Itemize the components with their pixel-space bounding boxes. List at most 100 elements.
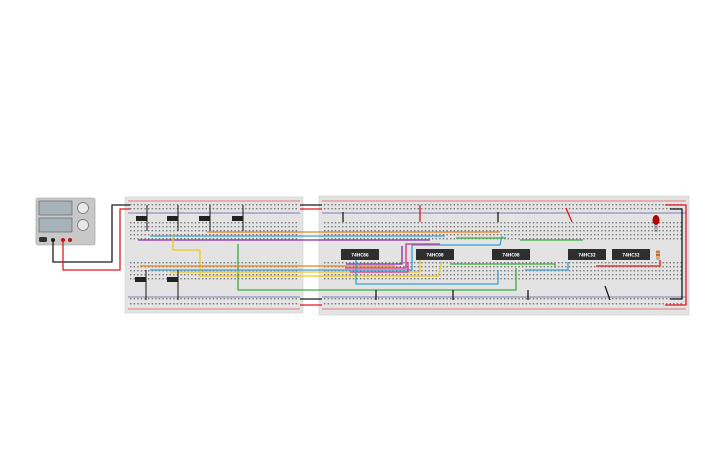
breadboard-hole[interactable] — [644, 208, 646, 210]
breadboard-hole[interactable] — [586, 274, 589, 276]
breadboard-hole[interactable] — [288, 298, 290, 300]
breadboard-hole[interactable] — [568, 303, 571, 305]
breadboard-hole[interactable] — [259, 230, 261, 232]
breadboard-hole[interactable] — [576, 208, 578, 210]
breadboard-hole[interactable] — [507, 230, 509, 232]
breadboard-hole[interactable] — [471, 238, 473, 240]
breadboard-hole[interactable] — [457, 274, 459, 276]
breadboard-hole[interactable] — [554, 278, 556, 280]
breadboard-hole[interactable] — [381, 270, 383, 272]
breadboard-hole[interactable] — [252, 274, 254, 276]
breadboard-hole[interactable] — [460, 204, 463, 206]
breadboard-hole[interactable] — [604, 230, 607, 232]
breadboard-hole[interactable] — [349, 226, 351, 228]
breadboard-hole[interactable] — [392, 234, 394, 236]
breadboard-hole[interactable] — [457, 234, 459, 236]
breadboard-hole[interactable] — [169, 230, 171, 232]
breadboard-hole[interactable] — [274, 208, 276, 210]
breadboard-hole[interactable] — [648, 208, 650, 210]
breadboard-hole[interactable] — [576, 303, 578, 305]
breadboard-hole[interactable] — [187, 208, 189, 210]
breadboard-hole[interactable] — [295, 222, 297, 224]
breadboard-hole[interactable] — [432, 278, 434, 280]
breadboard-hole[interactable] — [612, 226, 614, 228]
breadboard-hole[interactable] — [630, 298, 632, 300]
breadboard-hole[interactable] — [158, 274, 161, 276]
breadboard-hole[interactable] — [597, 278, 599, 280]
breadboard-hole[interactable] — [590, 270, 592, 272]
breadboard-hole[interactable] — [406, 226, 409, 228]
breadboard-hole[interactable] — [583, 270, 585, 272]
breadboard-hole[interactable] — [608, 266, 610, 268]
breadboard-hole[interactable] — [162, 204, 164, 206]
breadboard-hole[interactable] — [356, 274, 358, 276]
breadboard-hole[interactable] — [263, 208, 265, 210]
breadboard-hole[interactable] — [478, 270, 481, 272]
breadboard-hole[interactable] — [421, 204, 423, 206]
breadboard-hole[interactable] — [180, 303, 182, 305]
breadboard-hole[interactable] — [151, 262, 153, 264]
breadboard-hole[interactable] — [536, 262, 538, 264]
breadboard-hole[interactable] — [658, 234, 661, 236]
breadboard-hole[interactable] — [651, 208, 653, 210]
breadboard-hole[interactable] — [288, 266, 290, 268]
breadboard-hole[interactable] — [241, 262, 243, 264]
breadboard-hole[interactable] — [166, 222, 168, 224]
breadboard-hole[interactable] — [601, 262, 603, 264]
breadboard-hole[interactable] — [565, 266, 567, 268]
breadboard-hole[interactable] — [363, 230, 365, 232]
breadboard-hole[interactable] — [475, 230, 477, 232]
breadboard-hole[interactable] — [486, 262, 488, 264]
breadboard-hole[interactable] — [148, 234, 150, 236]
breadboard-hole[interactable] — [363, 222, 365, 224]
breadboard-hole[interactable] — [252, 226, 254, 228]
breadboard-hole[interactable] — [220, 238, 222, 240]
breadboard-hole[interactable] — [144, 204, 146, 206]
breadboard-hole[interactable] — [532, 270, 535, 272]
breadboard-hole[interactable] — [428, 234, 430, 236]
breadboard-hole[interactable] — [601, 274, 603, 276]
breadboard-hole[interactable] — [421, 238, 423, 240]
breadboard-hole[interactable] — [140, 204, 143, 206]
breadboard-hole[interactable] — [381, 238, 383, 240]
breadboard-hole[interactable] — [385, 303, 387, 305]
switch[interactable] — [232, 205, 244, 231]
breadboard-hole[interactable] — [327, 270, 329, 272]
breadboard-hole[interactable] — [532, 230, 535, 232]
breadboard-hole[interactable] — [144, 270, 146, 272]
breadboard-hole[interactable] — [173, 274, 175, 276]
breadboard-hole[interactable] — [514, 226, 517, 228]
breadboard-hole[interactable] — [130, 208, 132, 210]
breadboard-hole[interactable] — [565, 270, 567, 272]
breadboard-hole[interactable] — [442, 262, 445, 264]
breadboard-hole[interactable] — [238, 298, 240, 300]
breadboard-hole[interactable] — [266, 266, 269, 268]
breadboard-hole[interactable] — [414, 298, 416, 300]
breadboard-hole[interactable] — [230, 234, 233, 236]
breadboard-hole[interactable] — [324, 298, 326, 300]
breadboard-hole[interactable] — [281, 274, 283, 276]
breadboard-hole[interactable] — [518, 238, 520, 240]
breadboard-hole[interactable] — [245, 208, 247, 210]
breadboard-hole[interactable] — [392, 208, 394, 210]
breadboard-hole[interactable] — [378, 298, 380, 300]
breadboard-hole[interactable] — [414, 208, 416, 210]
breadboard-hole[interactable] — [608, 262, 610, 264]
breadboard-hole[interactable] — [277, 234, 279, 236]
breadboard-hole[interactable] — [209, 303, 211, 305]
breadboard-hole[interactable] — [637, 274, 639, 276]
breadboard-hole[interactable] — [482, 208, 484, 210]
breadboard-hole[interactable] — [220, 230, 222, 232]
breadboard-hole[interactable] — [155, 274, 157, 276]
breadboard-hole[interactable] — [428, 270, 430, 272]
breadboard-hole[interactable] — [234, 222, 236, 224]
breadboard-hole[interactable] — [180, 270, 182, 272]
breadboard-hole[interactable] — [543, 303, 545, 305]
breadboard-hole[interactable] — [594, 238, 596, 240]
breadboard-hole[interactable] — [601, 303, 603, 305]
breadboard-hole[interactable] — [529, 274, 531, 276]
breadboard-hole[interactable] — [507, 222, 509, 224]
breadboard-hole[interactable] — [248, 303, 251, 305]
breadboard-hole[interactable] — [385, 234, 387, 236]
breadboard-hole[interactable] — [274, 274, 276, 276]
